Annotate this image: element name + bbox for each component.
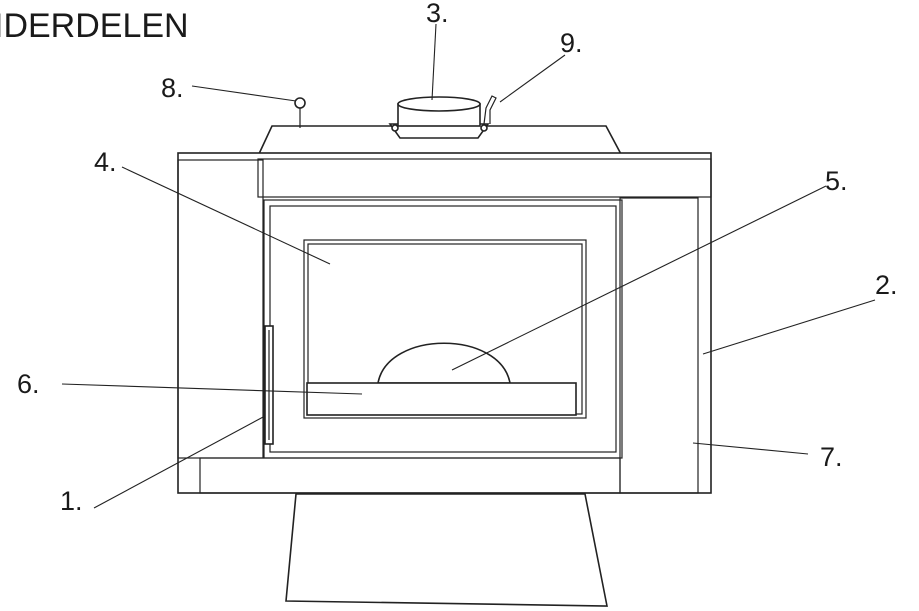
callout-label-6: 6.: [17, 369, 40, 399]
callout-label-9: 9.: [560, 28, 583, 58]
door-frame: [263, 199, 623, 459]
leader-1: [93, 415, 266, 509]
flame-baffle: [377, 342, 511, 384]
callout-label-2: 2.: [875, 270, 898, 300]
leader-8: [191, 85, 297, 102]
leader-4: [121, 166, 331, 265]
leader-5: [451, 185, 827, 371]
leader-3: [431, 23, 437, 101]
ash-lip: [306, 382, 577, 416]
flue-bolt-right: [480, 124, 488, 132]
callout-label-3: 3.: [426, 0, 449, 28]
stove-body: [177, 152, 712, 494]
right-side-panel: [619, 197, 699, 494]
callout-label-4: 4.: [94, 147, 117, 177]
leader-2: [702, 299, 876, 355]
callout-label-1: 1.: [60, 486, 83, 516]
leader-9: [499, 54, 566, 103]
leader-7: [692, 442, 809, 455]
callout-label-7: 7.: [820, 442, 843, 472]
leader-6: [61, 383, 363, 395]
stove-pedestal: [285, 493, 608, 607]
damper-handle: [483, 95, 497, 125]
top-band: [257, 158, 712, 198]
callout-label-8: 8.: [161, 73, 184, 103]
flue-collar-top: [397, 96, 481, 112]
diagram-title: IDERDELEN: [0, 7, 189, 45]
flue-bolt-left: [391, 124, 399, 132]
door-glass: [303, 239, 587, 419]
callout-label-5: 5.: [825, 166, 848, 196]
air-control-knob: [294, 97, 306, 109]
